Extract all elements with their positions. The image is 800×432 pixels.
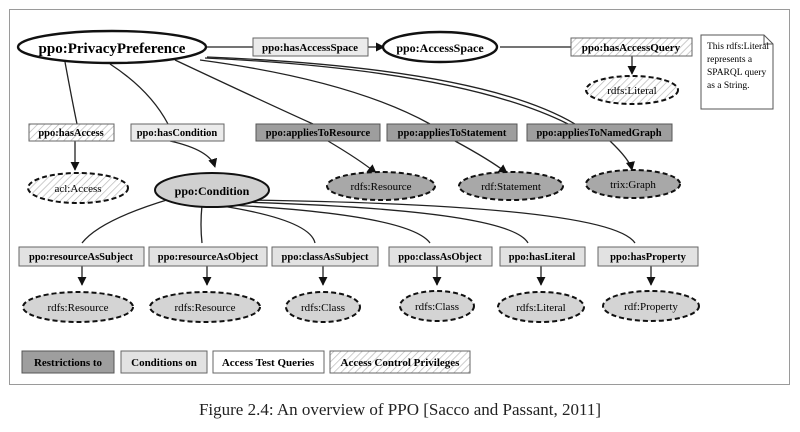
note-line-4: as a String. [707, 81, 749, 91]
prop-applies-to-resource: ppo:appliesToResource [255, 123, 381, 142]
prop-has-access-query: ppo:hasAccessQuery [570, 37, 693, 57]
rdfs-resource-top-label: rdfs:Resource [350, 181, 411, 193]
rdf-statement-node: rdf:Statement [458, 171, 564, 201]
rdfs-resource-node-2: rdfs:Resource [149, 291, 261, 323]
rdfs-class-node-2: rdfs:Class [399, 290, 475, 322]
legend-conditions-on: Conditions on [120, 350, 208, 374]
legend-restrictions-to-label: Restrictions to [34, 357, 103, 369]
access-space-label: ppo:AccessSpace [396, 41, 484, 55]
trix-graph-label: trix:Graph [610, 179, 656, 191]
prop-applies-to-statement: ppo:appliesToStatement [386, 123, 518, 142]
legend-access-test-queries-label: Access Test Queries [222, 357, 315, 369]
note-line-2: represents a [707, 55, 753, 65]
trix-graph-node: trix:Graph [585, 169, 681, 199]
prop-has-access-space: ppo:hasAccessSpace [252, 37, 369, 57]
has-access-query-label: ppo:hasAccessQuery [582, 42, 681, 54]
legend-access-test-queries: Access Test Queries [212, 350, 325, 374]
has-literal-label: ppo:hasLiteral [509, 252, 576, 263]
legend-access-control-privileges-label: Access Control Privileges [341, 357, 461, 369]
prop-has-literal: ppo:hasLiteral [499, 246, 586, 267]
resource-as-subject-label: ppo:resourceAsSubject [29, 252, 134, 263]
legend-restrictions-to: Restrictions to [21, 350, 115, 374]
privacy-preference-label: ppo:PrivacyPreference [39, 41, 186, 57]
rdfs-literal-node-2: rdfs:Literal [497, 291, 585, 323]
has-access-label: ppo:hasAccess [38, 128, 103, 139]
rdf-property-node: rdf:Property [602, 290, 700, 322]
prop-has-access: ppo:hasAccess [28, 123, 115, 142]
applies-to-named-graph-label: ppo:appliesToNamedGraph [536, 128, 661, 139]
prop-resource-as-subject: ppo:resourceAsSubject [18, 246, 145, 267]
rdfs-resource-top-node: rdfs:Resource [326, 171, 436, 201]
legend: Restrictions to Conditions on Access Tes… [21, 350, 471, 374]
rdfs-resource-1-label: rdfs:Resource [47, 302, 108, 314]
rdfs-class-2-label: rdfs:Class [415, 301, 459, 313]
prop-resource-as-object: ppo:resourceAsObject [148, 246, 268, 267]
prop-class-as-object: ppo:classAsObject [388, 246, 493, 267]
note-line-3: SPARQL query [707, 68, 766, 78]
rdfs-class-node-1: rdfs:Class [285, 291, 361, 323]
class-condition: ppo:Condition [154, 172, 270, 208]
class-as-object-label: ppo:classAsObject [398, 252, 482, 263]
legend-conditions-on-label: Conditions on [131, 357, 197, 369]
has-condition-label: ppo:hasCondition [137, 128, 218, 139]
prop-has-property: ppo:hasProperty [597, 246, 699, 267]
has-property-label: ppo:hasProperty [610, 252, 686, 263]
class-access-space: ppo:AccessSpace [381, 30, 499, 64]
literal-top: rdfs:Literal [585, 75, 679, 105]
rdfs-resource-2-label: rdfs:Resource [174, 302, 235, 314]
prop-has-condition: ppo:hasCondition [130, 123, 225, 142]
rdfs-class-1-label: rdfs:Class [301, 302, 345, 314]
acl-access-label: acl:Access [54, 183, 101, 195]
class-as-subject-label: ppo:classAsSubject [282, 252, 369, 263]
rdfs-literal-2-label: rdfs:Literal [516, 302, 565, 314]
diagram-frame: ppo:PrivacyPreference ppo:AccessSpace pp… [9, 9, 790, 385]
literal-top-label: rdfs:Literal [607, 85, 656, 97]
prop-applies-to-named-graph: ppo:appliesToNamedGraph [526, 123, 673, 142]
class-privacy-preference: ppo:PrivacyPreference [16, 29, 208, 65]
connectors [64, 42, 656, 286]
prop-class-as-subject: ppo:classAsSubject [271, 246, 379, 267]
applies-to-statement-label: ppo:appliesToStatement [398, 128, 507, 139]
rdfs-resource-node-1: rdfs:Resource [22, 291, 134, 323]
rdf-statement-label: rdf:Statement [481, 181, 541, 193]
note-box: This rdfs:Literal represents a SPARQL qu… [700, 34, 774, 110]
condition-label: ppo:Condition [175, 184, 250, 198]
legend-access-control-privileges: Access Control Privileges [329, 350, 471, 374]
has-access-space-label: ppo:hasAccessSpace [262, 42, 358, 54]
resource-as-object-label: ppo:resourceAsObject [158, 252, 259, 263]
applies-to-resource-label: ppo:appliesToResource [266, 128, 371, 139]
acl-access-node: acl:Access [27, 172, 129, 204]
ppo-diagram: ppo:PrivacyPreference ppo:AccessSpace pp… [16, 29, 774, 374]
figure-caption: Figure 2.4: An overview of PPO [Sacco an… [198, 400, 602, 419]
rdf-property-label: rdf:Property [624, 301, 678, 313]
note-line-1: This rdfs:Literal [707, 41, 769, 52]
